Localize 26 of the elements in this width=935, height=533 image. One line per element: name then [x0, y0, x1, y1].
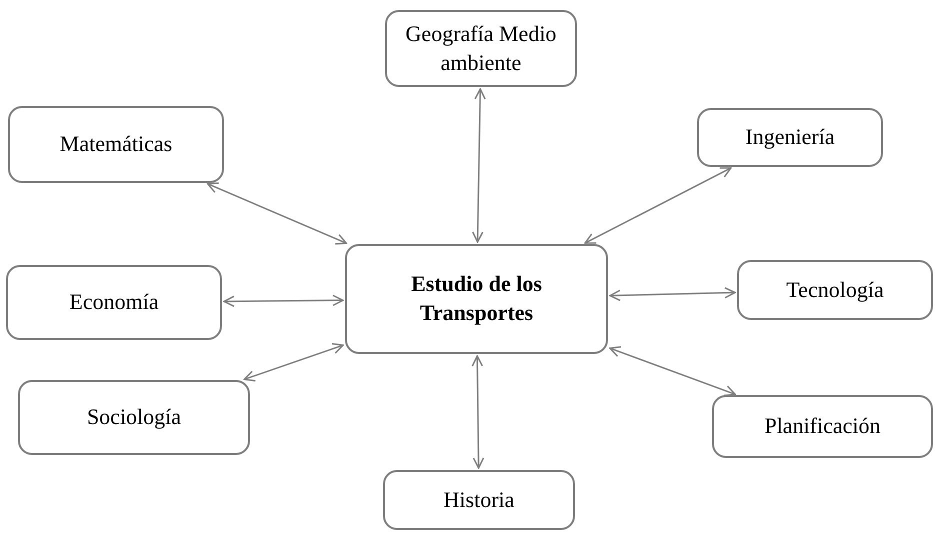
- topic-box: [6, 265, 222, 340]
- topic-label: Sociología: [86, 403, 182, 432]
- double-arrow: [206, 182, 348, 245]
- double-arrow: [609, 287, 736, 302]
- topic-box: [737, 260, 933, 320]
- double-arrow: [609, 346, 736, 396]
- double-arrow: [584, 167, 732, 244]
- double-arrow: [472, 355, 484, 469]
- topic-label: Historia: [444, 486, 514, 514]
- topic-label: Matemáticas: [60, 130, 172, 158]
- topic-box: [18, 380, 250, 455]
- double-arrow: [244, 342, 344, 382]
- topic-label: Planificación: [764, 412, 881, 440]
- topic-box: [8, 106, 224, 183]
- central-topic-box: [345, 244, 608, 354]
- double-arrow: [223, 294, 344, 308]
- double-arrow: [472, 88, 486, 243]
- topic-label: Tecnología: [786, 276, 884, 304]
- topic-label: Estudio de los Transportes: [410, 270, 543, 327]
- topic-label: Economía: [69, 288, 159, 316]
- topic-box: [385, 10, 577, 87]
- topic-label: Geografía Medio ambiente: [404, 20, 558, 76]
- topic-box: [712, 395, 933, 458]
- topic-box: [697, 108, 883, 167]
- topic-label: Ingeniería: [745, 123, 835, 152]
- topic-box: [383, 470, 575, 530]
